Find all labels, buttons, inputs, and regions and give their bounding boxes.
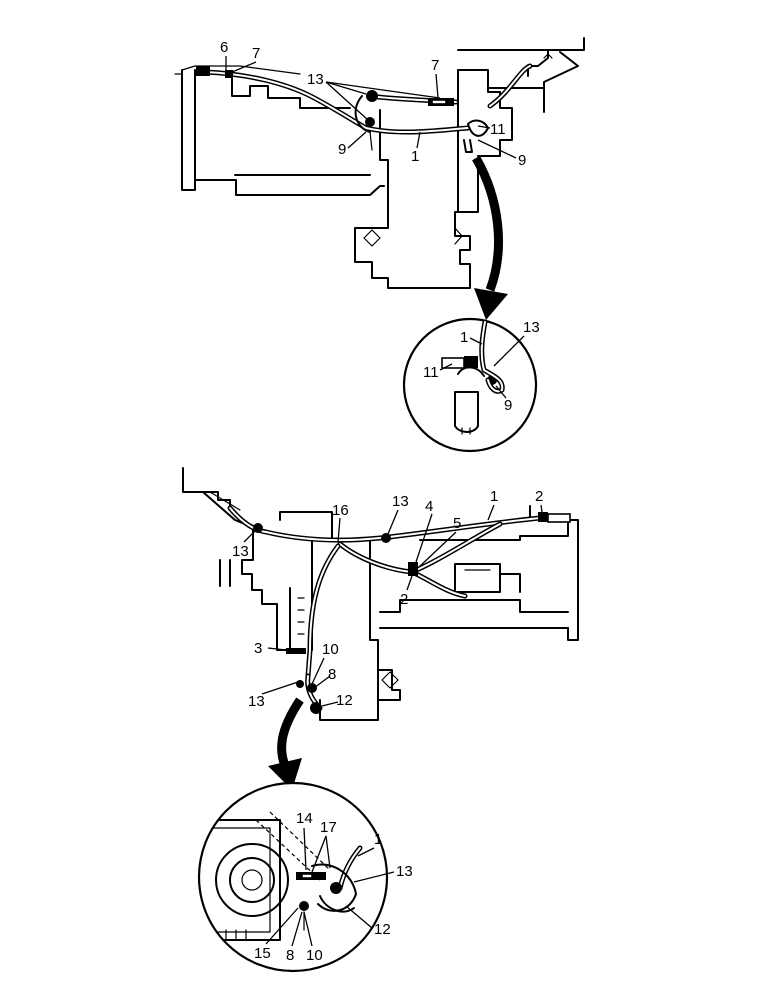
- callouts-top: 6 7 13 7 9 1 11 9: [220, 39, 526, 169]
- callout-detail-bottom-14: 14: [296, 810, 313, 827]
- bottom-assembly-view: 13 16 13 4 1 2 5 2 3 10 8 13 12: [182, 467, 579, 973]
- detail-circle-bottom: 14 17 1 13 12 15 8 10: [197, 781, 413, 973]
- callout-bottom-12: 12: [336, 692, 353, 709]
- callout-bottom-13a: 13: [232, 543, 249, 560]
- callout-bottom-4: 4: [425, 498, 433, 515]
- transmission-housing-bottom: [182, 467, 579, 721]
- callout-top-1: 1: [411, 148, 419, 165]
- detail-circle-top: 1 13 11 9: [402, 317, 540, 453]
- callout-detail-bottom-17: 17: [320, 819, 337, 836]
- callout-bottom-8: 8: [328, 666, 336, 683]
- detail-arrow-top: [472, 155, 508, 320]
- callout-top-7a: 7: [252, 45, 260, 62]
- callout-detail-bottom-1: 1: [374, 831, 382, 848]
- callout-detail-bottom-15: 15: [254, 945, 271, 962]
- callout-detail-bottom-10: 10: [306, 947, 323, 964]
- callout-detail-top-11: 11: [423, 364, 439, 381]
- callouts-bottom: 13 16 13 4 1 2 5 2 3 10 8 13 12: [232, 488, 543, 710]
- callout-detail-top-13: 13: [523, 319, 540, 336]
- callout-detail-top-1: 1: [460, 329, 468, 346]
- callout-bottom-2b: 2: [400, 591, 408, 608]
- callout-detail-bottom-12: 12: [374, 921, 391, 938]
- callout-bottom-2a: 2: [535, 488, 543, 505]
- callout-top-7b: 7: [431, 57, 439, 74]
- callout-top-13: 13: [307, 71, 324, 88]
- detail-arrow-bottom: [268, 697, 304, 790]
- callout-detail-bottom-13: 13: [396, 863, 413, 880]
- callout-top-11: 11: [490, 121, 506, 138]
- callout-bottom-10: 10: [322, 641, 339, 658]
- callout-bottom-16: 16: [332, 502, 349, 519]
- callout-bottom-13c: 13: [248, 693, 265, 710]
- callout-bottom-13b: 13: [392, 493, 409, 510]
- brake-pipe-top: [202, 63, 533, 135]
- pipe-fittings-top: [196, 66, 489, 153]
- callout-top-9a: 9: [338, 141, 346, 158]
- callout-top-6: 6: [220, 39, 228, 56]
- callout-detail-top-9: 9: [504, 397, 512, 414]
- callout-bottom-3: 3: [254, 640, 262, 657]
- top-assembly-view: 6 7 13 7 9 1 11 9: [174, 37, 585, 453]
- pipe-fittings-bottom: [253, 512, 571, 714]
- callout-top-9b: 9: [518, 152, 526, 169]
- callout-bottom-5: 5: [453, 515, 461, 532]
- callout-detail-bottom-8: 8: [286, 947, 294, 964]
- callout-bottom-1: 1: [490, 488, 498, 505]
